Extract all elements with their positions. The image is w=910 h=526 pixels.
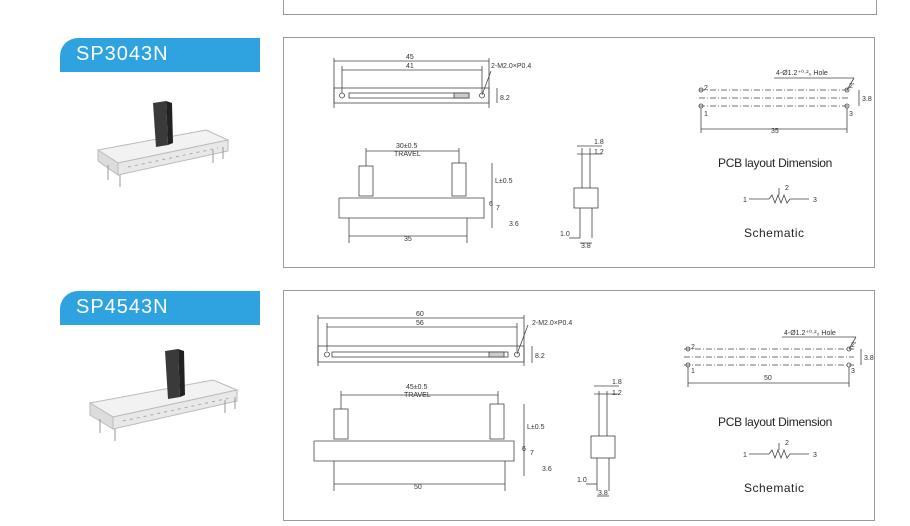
pcb-pin-2p-label: 2' bbox=[851, 342, 856, 349]
side-view-dimensions: 1.8 1.2 1.0 3.8 bbox=[577, 379, 622, 497]
previous-product-panel bbox=[283, 0, 877, 15]
height-label: 8.2 bbox=[535, 353, 545, 360]
hole-note-label: 4-Ø1.2⁺⁰·²₀ Hole bbox=[776, 69, 828, 77]
product-model-label: SP4543N bbox=[76, 296, 169, 318]
slide-potentiometer-photo bbox=[96, 101, 230, 187]
pcb-pin-2p-label: 2' bbox=[849, 83, 854, 90]
pcb-pin-2-label: 2 bbox=[691, 344, 695, 351]
hole-note-label: 4-Ø1.2⁺⁰·²₀ Hole bbox=[784, 329, 836, 337]
product-tab-sp3043n: SP3043N bbox=[60, 38, 260, 72]
schematic-symbol: 1 2 3 bbox=[743, 440, 817, 459]
drawing-panel-sp3043n: 45 41 2-M2.0×P0.4 8.2 30±0.5 TRAVEL L±0.… bbox=[283, 37, 875, 268]
schematic-pin-2-label: 2 bbox=[785, 185, 789, 192]
schematic-pin-3-label: 3 bbox=[813, 452, 817, 459]
dim-7-label: 7 bbox=[496, 205, 500, 212]
lever-dim-label: L±0.5 bbox=[495, 178, 513, 185]
overall-length-label: 45 bbox=[406, 54, 414, 61]
mount-note-label: 2-M2.0×P0.4 bbox=[491, 63, 531, 70]
pcb-pin-3-label: 3 bbox=[849, 111, 853, 118]
pcb-pin-2-label: 2 bbox=[704, 85, 708, 92]
pin-dim-label: 3.6 bbox=[542, 466, 552, 473]
drawing-panel-sp4543n: 60 56 2-M2.0×P0.4 8.2 45±0.5 TRAVEL L±0.… bbox=[283, 290, 875, 521]
side-dim-bottom-label: 3.8 bbox=[581, 243, 591, 250]
side-dim-bottom-label: 3.8 bbox=[598, 490, 608, 497]
pcb-spacing-label: 50 bbox=[764, 375, 772, 382]
side-dim-mid-label: 1.2 bbox=[612, 390, 622, 397]
side-dim-top-label: 1.8 bbox=[594, 139, 604, 146]
side-view-dimensions: 1.8 1.2 1.0 3.8 bbox=[560, 139, 604, 250]
schematic-symbol: 1 2 3 bbox=[743, 185, 817, 204]
dim-6-label: 6 bbox=[489, 201, 493, 208]
pin-dim-label: 3.6 bbox=[509, 221, 519, 228]
travel-dim-label: 45±0.5 bbox=[406, 384, 427, 391]
top-view-dimensions: 60 56 2-M2.0×P0.4 8.2 bbox=[416, 311, 572, 360]
dimension-drawing: 45 41 2-M2.0×P0.4 8.2 30±0.5 TRAVEL L±0.… bbox=[333, 54, 872, 250]
schematic-pin-1-label: 1 bbox=[743, 452, 747, 459]
pin-spacing-label: 50 bbox=[414, 484, 422, 491]
side-dim-mid-label: 1.2 bbox=[594, 149, 604, 156]
travel-label: TRAVEL bbox=[394, 151, 421, 158]
pcb-height-label: 3.8 bbox=[864, 355, 874, 362]
pcb-layout-title: PCB layout Dimension bbox=[718, 156, 833, 170]
pcb-layout: 4-Ø1.2⁺⁰·²₀ Hole 2 1 2' 3 3.8 35 bbox=[704, 69, 872, 135]
side-dim-left-label: 1.0 bbox=[577, 477, 587, 484]
side-dim-top-label: 1.8 bbox=[612, 379, 622, 386]
travel-dim-label: 30±0.5 bbox=[396, 143, 417, 150]
schematic-pin-3-label: 3 bbox=[813, 197, 817, 204]
dim-6-label: 6 bbox=[522, 446, 526, 453]
dimension-drawing: 60 56 2-M2.0×P0.4 8.2 45±0.5 TRAVEL L±0.… bbox=[313, 311, 874, 497]
pin-spacing-label: 35 bbox=[404, 236, 412, 243]
mount-note-label: 2-M2.0×P0.4 bbox=[532, 320, 572, 327]
side-dim-left-label: 1.0 bbox=[560, 231, 570, 238]
schematic-pin-1-label: 1 bbox=[743, 197, 747, 204]
travel-label: TRAVEL bbox=[404, 392, 431, 399]
pcb-layout: 4-Ø1.2⁺⁰·²₀ Hole 2 1 2' 3 3.8 50 bbox=[691, 329, 874, 382]
mount-spacing-label: 56 bbox=[416, 320, 424, 327]
product-model-label: SP3043N bbox=[76, 43, 169, 65]
pcb-pin-1-label: 1 bbox=[704, 111, 708, 118]
mount-spacing-label: 41 bbox=[406, 63, 414, 70]
schematic-pin-2-label: 2 bbox=[785, 440, 789, 447]
height-label: 8.2 bbox=[500, 95, 510, 102]
lever-dim-label: L±0.5 bbox=[527, 424, 545, 431]
top-view-dimensions: 45 41 2-M2.0×P0.4 8.2 bbox=[406, 54, 531, 102]
pcb-layout-title: PCB layout Dimension bbox=[718, 415, 833, 429]
overall-length-label: 60 bbox=[416, 311, 424, 318]
pcb-spacing-label: 35 bbox=[771, 128, 779, 135]
pcb-pin-3-label: 3 bbox=[851, 368, 855, 375]
pcb-height-label: 3.8 bbox=[862, 96, 872, 103]
schematic-title: Schematic bbox=[744, 226, 805, 240]
front-view-dimensions: 45±0.5 TRAVEL L±0.5 6 7 3.6 50 bbox=[404, 384, 552, 491]
schematic-title: Schematic bbox=[744, 481, 805, 495]
slide-potentiometer-photo bbox=[88, 349, 239, 441]
product-tab-sp4543n: SP4543N bbox=[60, 291, 260, 325]
dim-7-label: 7 bbox=[530, 450, 534, 457]
front-view-dimensions: 30±0.5 TRAVEL L±0.5 6 7 3.6 35 bbox=[394, 143, 519, 243]
pcb-pin-1-label: 1 bbox=[691, 368, 695, 375]
